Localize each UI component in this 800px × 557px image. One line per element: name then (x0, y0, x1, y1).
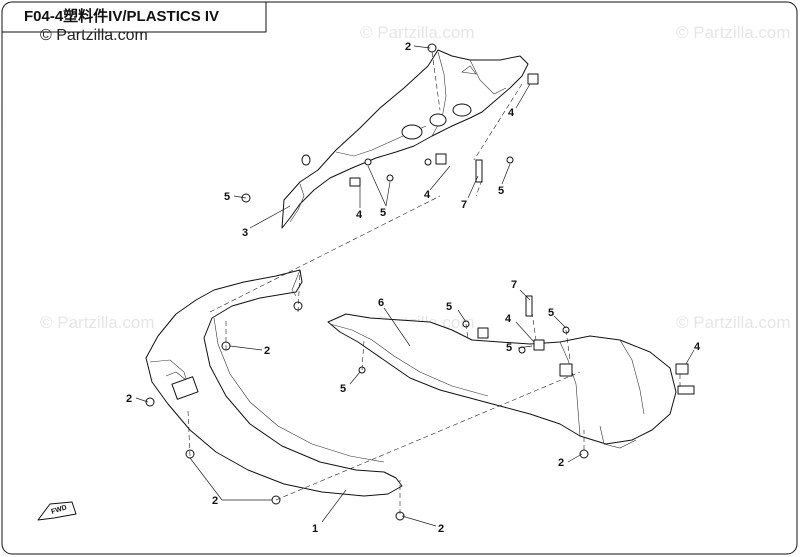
callout-c6: 5 (380, 207, 386, 219)
callout-c18: 5 (340, 383, 346, 395)
copyright-text: © Partzilla.com (40, 27, 148, 44)
callout-c19: 2 (126, 393, 132, 405)
callout-c16: 5 (506, 342, 512, 354)
callout-c2: 4 (508, 107, 515, 119)
callout-c20: 2 (558, 457, 564, 469)
callout-c21: 2 (212, 495, 218, 507)
callout-c7: 4 (424, 189, 431, 201)
callout-c13: 7 (511, 279, 517, 291)
part-6-side-panel (327, 295, 695, 449)
callout-numbers: 2 4 5 4 3 5 4 7 5 2 6 5 7 4 5 5 4 5 2 2 … (126, 41, 701, 535)
callout-c10: 2 (264, 345, 270, 357)
callout-c14: 4 (505, 313, 512, 325)
callout-c17: 4 (694, 341, 701, 353)
callout-c15: 5 (548, 307, 554, 319)
callout-c9: 5 (498, 185, 504, 197)
callout-c11: 6 (378, 297, 384, 309)
callout-c12: 5 (446, 301, 452, 313)
fasteners (145, 43, 589, 521)
fwd-label: FWD (50, 504, 67, 516)
watermark: © Partzilla.com (40, 313, 155, 332)
callout-c5: 3 (242, 227, 248, 239)
callout-c4: 4 (356, 209, 363, 221)
watermark: © Partzilla.com (676, 23, 791, 42)
watermark: © Partzilla.com (676, 313, 791, 332)
page-title: F04-4塑料件IV/PLASTICS IV (24, 7, 219, 25)
callout-c22: 1 (312, 523, 318, 535)
part-1-front-panel (145, 269, 403, 497)
part-3-upper-bracket (281, 49, 539, 229)
watermark: © Partzilla.com (360, 23, 475, 42)
fwd-direction-marker: FWD (37, 501, 77, 521)
callout-c3: 5 (224, 191, 230, 203)
alignment-lines (187, 51, 681, 514)
title-block: F04-4塑料件IV/PLASTICS IV © Partzilla.com (1, 1, 267, 44)
callout-c8: 7 (461, 199, 467, 211)
watermark-layer: © Partzilla.com © Partzilla.com © Partzi… (40, 23, 791, 332)
callout-c23: 2 (438, 523, 444, 535)
leader-lines (135, 45, 695, 527)
callout-c1: 2 (405, 41, 411, 53)
